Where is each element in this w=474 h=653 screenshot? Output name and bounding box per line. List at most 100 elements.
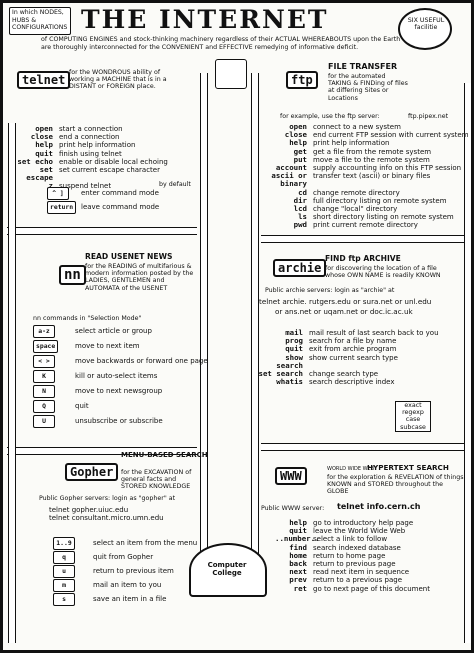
command-name: put: [293, 154, 307, 164]
archie-search-types: exact regexp case subcase: [395, 401, 431, 432]
command-desc: connect to a new system: [313, 123, 401, 131]
command-row: find search indexed database: [275, 542, 430, 552]
command-desc: return to previous page: [313, 560, 396, 569]
pipe-horizontal-4: [261, 443, 471, 451]
key-desc: select an item from the menu: [93, 539, 198, 547]
college-label: Computer College: [207, 561, 247, 577]
command-desc: print help information: [313, 139, 390, 148]
key-cap: return: [47, 201, 77, 214]
command-desc: end a connection: [59, 133, 120, 142]
key-desc: enter command mode: [81, 189, 159, 197]
gopher-server: telnet consultant.micro.umn.edu: [49, 514, 164, 522]
key-row: a-z select article or group: [33, 325, 253, 340]
ftp-label: ftp: [286, 71, 318, 89]
archie-servers-note: Public archie servers: login as "archie"…: [265, 287, 395, 294]
command-row: back return to previous page: [275, 559, 430, 569]
nn-heading: READ USENET NEWS: [85, 252, 173, 261]
command-row: mail mail result of last search back to y…: [255, 328, 439, 337]
key-desc: quit from Gopher: [93, 553, 154, 561]
ftp-example-note: for example, use the ftp server:: [280, 113, 380, 120]
command-name: set escape: [26, 165, 53, 183]
gopher-heading: MENU-BASED SEARCH: [121, 451, 208, 459]
command-row: cd change remote directory: [261, 187, 469, 197]
command-name: mail: [285, 328, 303, 337]
key-note: by default: [159, 181, 191, 188]
key-cap: q: [53, 551, 75, 564]
command-desc: print help information: [59, 141, 136, 150]
command-name: lcd: [293, 204, 307, 214]
main-pipe: [200, 73, 208, 593]
www-blurb: for the exploration & REVELATION of thin…: [327, 474, 464, 496]
pipe-horizontal-3: [261, 235, 471, 243]
subtitle-2: are thoroughly interconnected for the CO…: [41, 44, 359, 51]
command-name: back: [289, 559, 307, 569]
command-name: help: [289, 138, 307, 148]
key-row: < >move backwards or forward one page: [33, 355, 253, 370]
command-name: open: [289, 122, 307, 131]
command-name: show search: [276, 352, 303, 370]
page-title: THE INTERNET: [81, 5, 329, 34]
command-name: dir: [293, 195, 307, 205]
command-name: help: [35, 140, 53, 150]
command-row: ..number..select a link to follow: [275, 535, 430, 544]
archie-servers-1: telnet archie. rutgers.edu or sura.net o…: [259, 297, 432, 306]
key-desc: move backwards or forward one page: [75, 357, 208, 365]
command-desc: show current search type: [309, 353, 398, 362]
key-desc: kill or auto-select items: [75, 372, 158, 380]
command-row: help print help information: [17, 140, 168, 150]
key-row: q quit from Gopher: [53, 551, 273, 565]
command-name: close: [30, 132, 53, 142]
command-name: home: [289, 550, 307, 560]
command-desc: mail result of last search back to you: [309, 329, 439, 337]
command-name: find: [289, 542, 307, 552]
command-desc: change remote directory: [313, 188, 400, 197]
command-desc: search indexed database: [313, 543, 401, 552]
key-desc: unsubscribe or subscribe: [75, 417, 163, 425]
key-desc: return to previous item: [93, 567, 174, 575]
key-desc: select article or group: [75, 327, 152, 335]
command-row: help print help information: [261, 138, 469, 148]
command-name: cd: [298, 187, 307, 197]
ftp-machine-icon: [215, 59, 247, 89]
command-row: open connect to a new system: [261, 122, 469, 131]
command-desc: get a file from the remote system: [313, 147, 432, 156]
gopher-servers-note: Public Gopher servers: login as "gopher"…: [39, 495, 176, 502]
command-desc: change "local" directory: [313, 205, 398, 214]
command-name: set search: [258, 369, 304, 379]
command-desc: end current FTP session with current sys…: [313, 131, 469, 140]
command-name: quit: [35, 148, 53, 158]
command-name: prog: [285, 336, 303, 346]
key-cap: ^ ]: [47, 187, 69, 200]
main-pipe-2: [251, 73, 259, 593]
key-cap: a-z: [33, 325, 55, 338]
right-pipe: [464, 83, 471, 643]
telnet-label: telnet: [17, 71, 71, 89]
ftp-server: ftp.pipex.net: [408, 113, 449, 120]
command-desc: read next item in sequence: [313, 568, 410, 577]
command-name: close: [284, 130, 307, 140]
archie-servers-2: or ans.net or uqam.net or doc.ic.ac.uk: [275, 307, 413, 316]
key-desc: leave command mode: [81, 203, 160, 211]
key-desc: save an item in a file: [93, 595, 167, 603]
key-cap: U: [33, 415, 55, 428]
www-small-tag: WORLD WIDE WEB: [327, 466, 375, 472]
command-desc: go to next page of this document: [313, 584, 430, 593]
command-name: get: [293, 146, 307, 156]
command-desc: start a connection: [59, 125, 123, 133]
command-desc: leave the World Wide Web: [313, 527, 406, 536]
